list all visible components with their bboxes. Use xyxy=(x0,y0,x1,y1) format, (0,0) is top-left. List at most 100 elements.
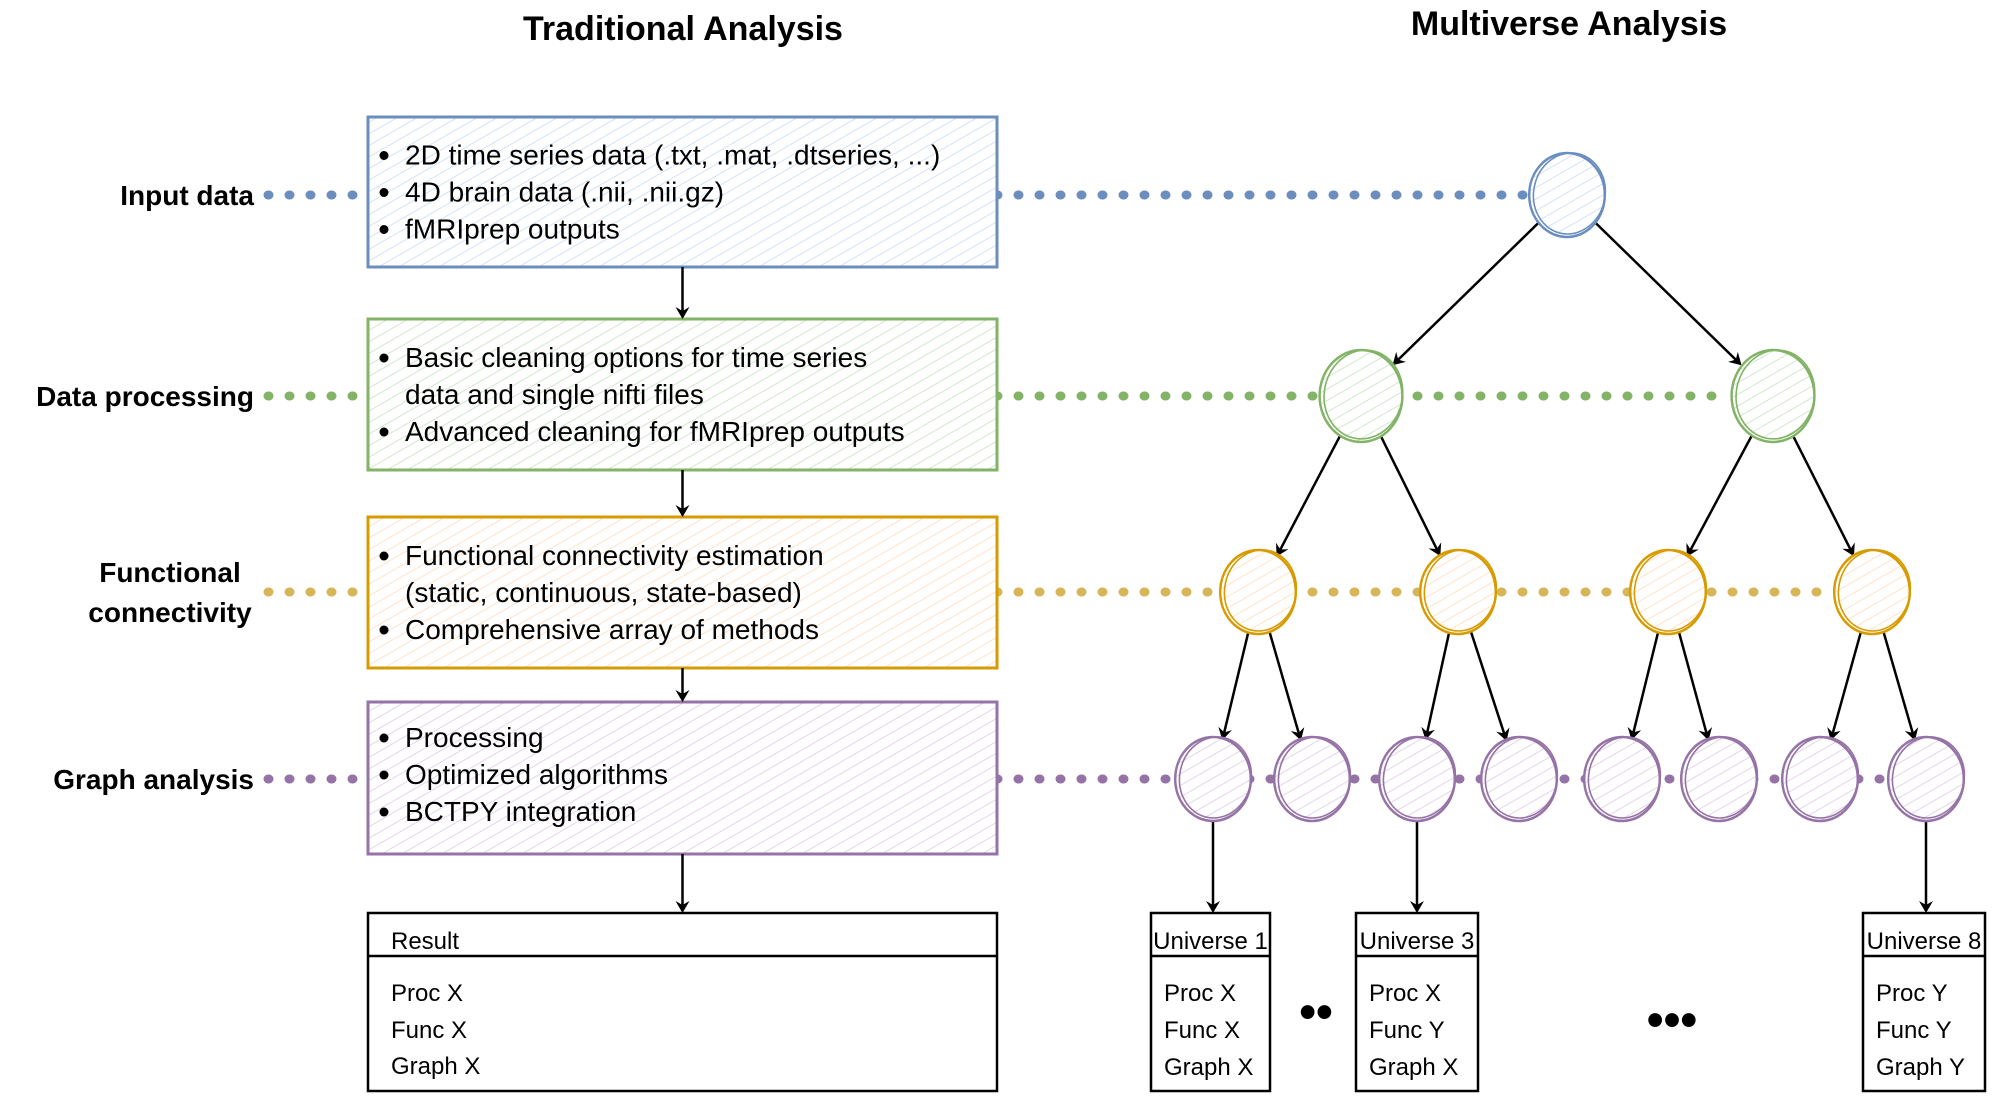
graph-bullet-text: Optimized algorithms xyxy=(405,759,668,790)
universe-item: Func Y xyxy=(1876,1017,1952,1044)
tree-node-connectivity-4 xyxy=(1832,548,1912,636)
row-connectors xyxy=(263,190,1889,784)
tree-edge-arrow xyxy=(1267,629,1305,741)
node-circle xyxy=(1418,548,1498,636)
row-label-connectivity: Functional xyxy=(99,557,241,588)
tree-node-input-1 xyxy=(1527,151,1607,239)
box-connectivity: Functional connectivity estimation(stati… xyxy=(366,515,999,670)
row-label-connectivity: connectivity xyxy=(88,597,252,628)
row-label-processing: Data processing xyxy=(36,381,254,412)
tree-edge-arrow xyxy=(1218,630,1250,741)
tree-node-connectivity-2 xyxy=(1418,548,1498,636)
node-circle xyxy=(1377,735,1457,823)
bullet-icon xyxy=(379,225,389,234)
node-sketch-outline xyxy=(1735,349,1816,440)
processing-bullet-text: data and single nifti files xyxy=(405,379,704,410)
universe-item: Proc Y xyxy=(1876,980,1948,1007)
bullet-icon xyxy=(379,770,389,780)
node-sketch-outline xyxy=(1891,736,1966,819)
universe-header: Universe 1 xyxy=(1153,928,1268,955)
tree-edge-arrow xyxy=(1627,630,1660,741)
bullet-icon xyxy=(379,188,389,197)
input-box-border xyxy=(366,115,999,269)
tree-edge-arrow xyxy=(1421,630,1451,740)
result-table-border xyxy=(366,911,999,1093)
universe-item: Graph X xyxy=(1164,1054,1253,1081)
tree-edge-arrow xyxy=(1594,221,1742,366)
multiverse-analysis-title: Multiverse Analysis xyxy=(1411,5,1727,43)
universe-item: Graph X xyxy=(1369,1054,1458,1081)
result-item-func: Func X xyxy=(391,1017,467,1044)
universe-header: Universe 3 xyxy=(1360,928,1475,955)
node-circle xyxy=(1582,735,1662,823)
tree-node-graph-1 xyxy=(1173,735,1253,823)
universe-table-border xyxy=(1861,911,1987,1093)
bullet-icon xyxy=(379,733,389,743)
tree-edge-arrow xyxy=(1791,434,1855,557)
ellipsis-long: ••• xyxy=(1647,994,1697,1047)
result-table: Result Proc X Func X Graph X xyxy=(366,911,999,1093)
tree-node-graph-3 xyxy=(1377,735,1457,823)
bullet-icon xyxy=(379,151,389,160)
tree-node-graph-4 xyxy=(1479,735,1559,823)
tree-node-connectivity-3 xyxy=(1628,548,1708,636)
tree-node-graph-8 xyxy=(1886,735,1966,823)
bullet-icon xyxy=(379,427,389,437)
tree-edge-arrow xyxy=(1392,221,1540,366)
universe-item: Graph Y xyxy=(1876,1054,1965,1081)
row-label-graph: Graph analysis xyxy=(53,764,254,795)
node-circle xyxy=(1679,735,1759,823)
result-item-proc: Proc X xyxy=(391,980,463,1007)
node-circle xyxy=(1832,548,1912,636)
ellipsis-short: •• xyxy=(1299,986,1333,1039)
node-sketch-outline xyxy=(1785,736,1860,819)
result-item-graph: Graph X xyxy=(391,1053,480,1080)
node-sketch-outline xyxy=(1633,549,1708,632)
box-processing: Basic cleaning options for time seriesda… xyxy=(366,317,999,472)
node-circle xyxy=(1318,348,1404,444)
bullet-icon xyxy=(379,353,389,363)
tree-edge-arrow xyxy=(1881,629,1919,741)
traditional-pipeline: 2D time series data (.txt, .mat, .dtseri… xyxy=(366,115,999,856)
input-bullet-text: 4D brain data (.nii, .nii.gz) xyxy=(405,177,724,208)
universe-item: Func Y xyxy=(1369,1017,1445,1044)
node-sketch-outline xyxy=(1223,549,1298,632)
tree-edge-arrow xyxy=(1379,434,1442,557)
universe-table-border xyxy=(1149,911,1272,1093)
universe-item: Proc X xyxy=(1369,980,1441,1007)
connectivity-bullet-text: Functional connectivity estimation xyxy=(405,540,824,571)
node-sketch-outline xyxy=(1423,549,1498,632)
node-circle xyxy=(1886,735,1966,823)
tree-node-graph-5 xyxy=(1582,735,1662,823)
node-sketch-outline xyxy=(1532,152,1607,235)
row-label-input: Input data xyxy=(120,180,254,211)
node-circle xyxy=(1730,348,1816,444)
tree-nodes xyxy=(1173,151,1966,823)
node-sketch-outline xyxy=(1382,736,1457,819)
tree-node-graph-6 xyxy=(1679,735,1759,823)
universe-table-3: Universe 8 Proc Y Func Y Graph Y xyxy=(1861,911,1987,1093)
input-bullet-text: 2D time series data (.txt, .mat, .dtseri… xyxy=(405,140,940,171)
tree-edge-arrow xyxy=(1275,434,1342,557)
node-circle xyxy=(1527,151,1607,239)
traditional-analysis-title: Traditional Analysis xyxy=(523,10,843,48)
bullet-icon xyxy=(379,551,389,561)
tree-edge-arrow xyxy=(1677,630,1713,741)
universe-table-border xyxy=(1354,911,1480,1093)
universe-header: Universe 8 xyxy=(1867,928,1982,955)
node-sketch-outline xyxy=(1323,349,1404,440)
node-sketch-outline xyxy=(1277,736,1352,819)
tree-edge-arrow xyxy=(1827,630,1863,741)
node-circle xyxy=(1479,735,1559,823)
node-circle xyxy=(1272,735,1352,823)
graph-box-border xyxy=(366,700,999,856)
tree-node-graph-7 xyxy=(1780,735,1860,823)
tree-node-processing-1 xyxy=(1318,348,1404,444)
node-sketch-outline xyxy=(1178,736,1253,819)
tree-node-connectivity-1 xyxy=(1218,548,1298,636)
